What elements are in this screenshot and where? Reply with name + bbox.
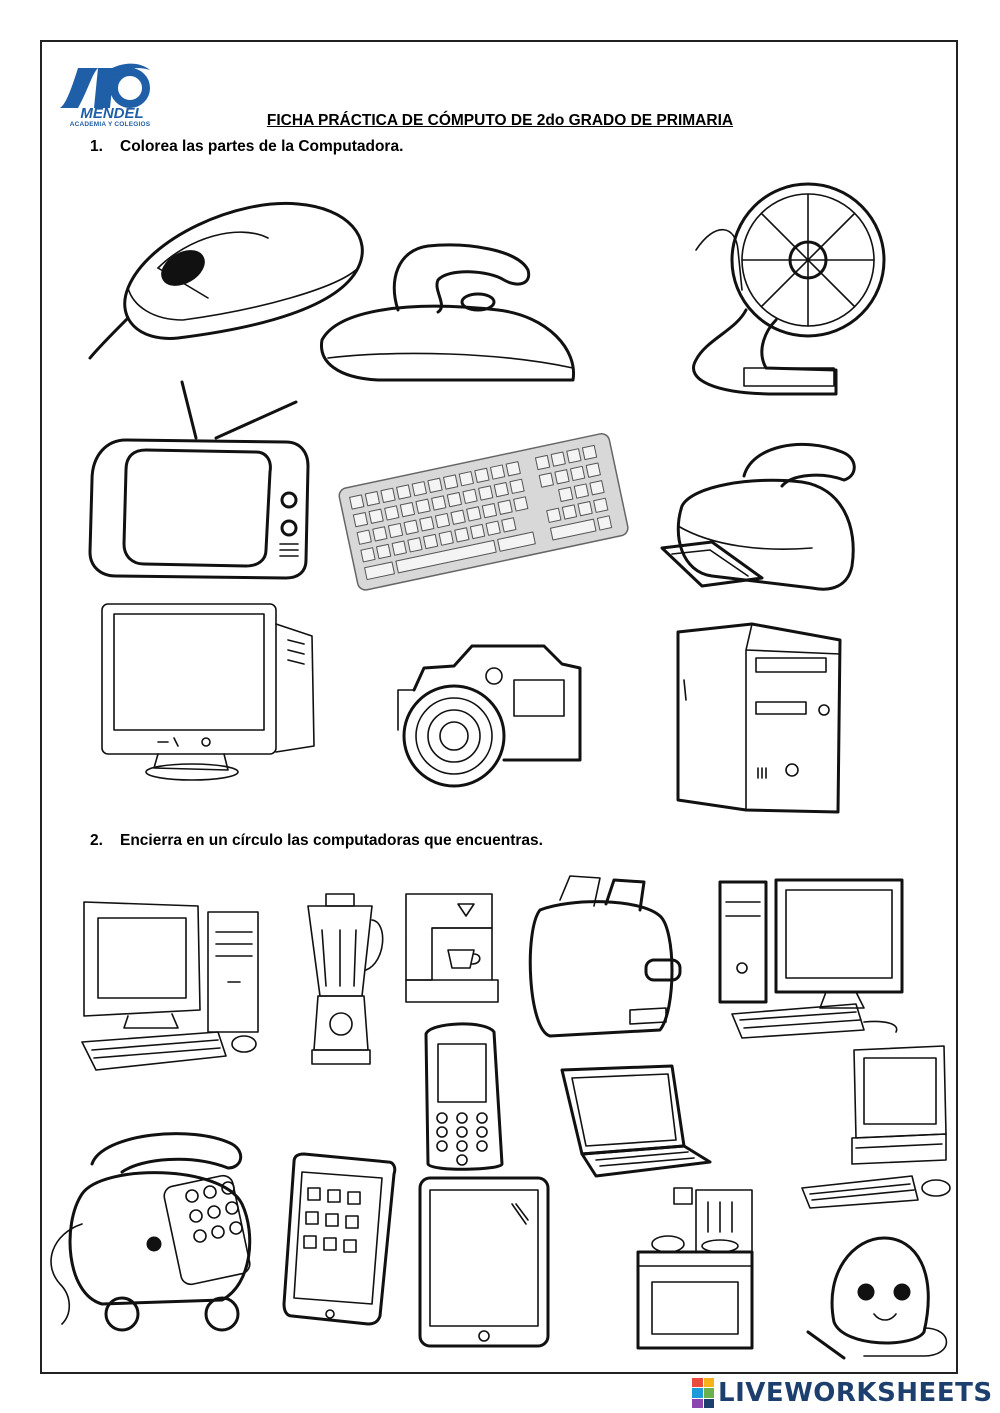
liveworksheets-wordmark: LIVEWORKSHEETS [718,1378,993,1408]
question-2: 2. Encierra en un círculo las computadora… [90,832,543,850]
coffee-maker-icon[interactable] [402,888,502,1008]
question-text: Colorea las partes de la Computadora. [120,138,404,155]
mendel-logo [60,63,150,108]
toy-telephone-icon[interactable] [42,1124,262,1336]
vacuum-icon[interactable] [804,1232,960,1362]
keyboard-icon[interactable] [332,430,634,598]
tablet-icon[interactable] [416,1174,552,1350]
mouse-icon[interactable] [88,198,368,368]
worksheet-frame [40,40,958,1374]
tv-icon[interactable] [86,380,316,580]
iron-icon[interactable] [318,240,588,390]
liveworksheets-brand: LIVEWORKSHEETS [692,1377,993,1409]
old-computer-icon[interactable] [796,1040,956,1212]
worksheet-title: FICHA PRÁCTICA DE CÓMPUTO DE 2do GRADO D… [266,112,734,129]
stove-icon[interactable] [634,1182,756,1352]
question-number: 1. [90,138,103,155]
logo-subtitle: ACADEMIA Y COLEGIOS [69,121,151,128]
toaster-icon[interactable] [520,870,684,1040]
logo-name: MENDEL [80,105,144,122]
printer-icon[interactable] [652,436,862,596]
question-number: 2. [90,832,103,849]
monitor-icon[interactable] [98,600,330,784]
laptop-icon[interactable] [556,1062,716,1182]
smartphone-icon[interactable] [282,1148,398,1326]
desktop-computer-icon[interactable] [716,872,912,1042]
blender-icon[interactable] [296,890,386,1070]
question-1: 1. Colorea las partes de la Computadora. [90,138,403,156]
question-text: Encierra en un círculo las computadoras … [120,832,543,849]
fan-icon[interactable] [676,180,896,404]
cpu-tower-icon[interactable] [674,620,848,816]
camera-icon[interactable] [394,640,586,788]
desktop-computer-icon[interactable] [68,892,264,1082]
cellphone-icon[interactable] [412,1014,508,1174]
liveworksheets-logo-icon [692,1378,714,1408]
